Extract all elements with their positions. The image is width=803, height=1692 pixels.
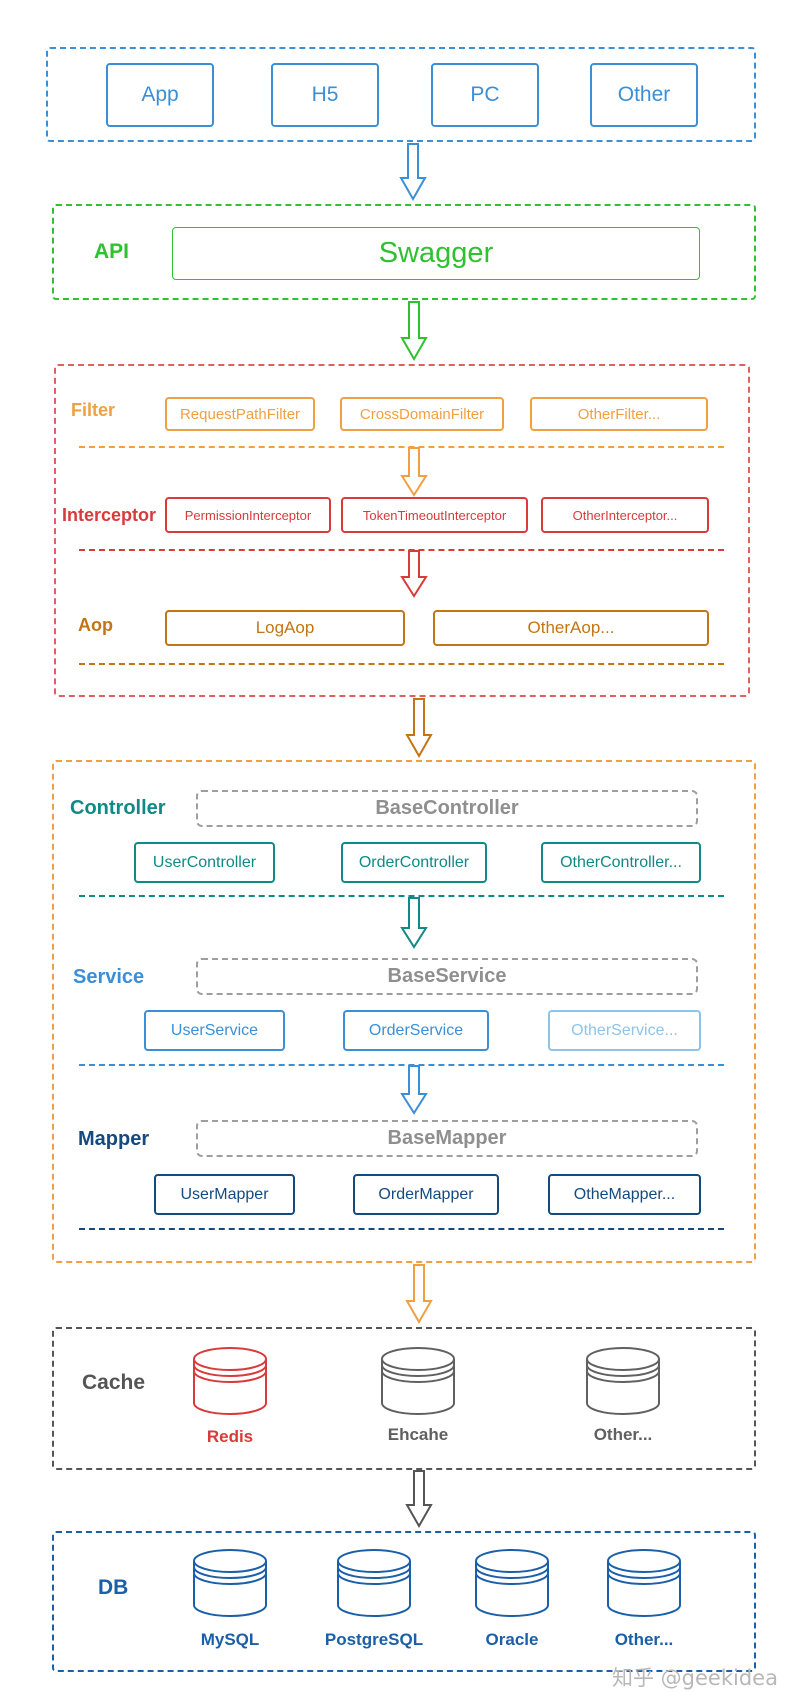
service-label: Service [73, 966, 145, 988]
client-pc-box: PC [431, 63, 539, 127]
db-other-label: Other... [614, 1630, 674, 1649]
aop-log-label: LogAop [255, 618, 315, 637]
order-service-label: OrderService [368, 1021, 464, 1039]
cache-other-label: Other... [593, 1425, 653, 1444]
mysql-database-icon [193, 1549, 267, 1617]
base-controller-box: BaseController [196, 790, 698, 827]
user-service-box: UserService [144, 1010, 285, 1051]
base-mapper-box: BaseMapper [196, 1120, 698, 1157]
client-h5-label: H5 [311, 83, 339, 106]
interceptor-token-timeout-label: TokenTimeoutInterceptor [362, 507, 507, 523]
clients-panel [46, 47, 756, 142]
layers-panel [52, 760, 756, 1263]
arrow-cache-to-db [405, 1470, 433, 1529]
mapper-separator [79, 1228, 724, 1230]
ehcache-label: Ehcahe [387, 1425, 449, 1444]
order-mapper-box: OrderMapper [353, 1174, 499, 1215]
postgresql-database-icon [337, 1549, 411, 1617]
mapper-label: Mapper [78, 1128, 150, 1150]
interceptor-label: Interceptor [62, 505, 157, 525]
db-panel [52, 1531, 756, 1672]
other-service-label: OtherService... [571, 1021, 678, 1039]
other-mapper-label: OtheMapper... [573, 1185, 676, 1203]
api-panel [52, 204, 756, 300]
aop-other-label: OtherAop... [527, 618, 615, 637]
client-h5-box: H5 [271, 63, 379, 127]
swagger-label: Swagger [378, 237, 494, 269]
user-mapper-label: UserMapper [180, 1185, 269, 1203]
oracle-database-icon [475, 1549, 549, 1617]
base-service-box: BaseService [196, 958, 698, 995]
interceptor-separator [79, 549, 724, 551]
order-mapper-label: OrderMapper [378, 1185, 474, 1203]
swagger-box: Swagger [172, 227, 700, 280]
db-label: DB [98, 1576, 129, 1599]
client-other-label: Other [617, 83, 671, 106]
client-app-label: App [141, 83, 179, 106]
controller-label: Controller [70, 797, 166, 819]
client-app-box: App [106, 63, 214, 127]
postgresql-label: PostgreSQL [324, 1630, 424, 1649]
aop-label: Aop [78, 615, 113, 635]
client-other-box: Other [590, 63, 698, 127]
cache-panel [52, 1327, 756, 1470]
interceptor-permission-label: PermissionInterceptor [184, 507, 312, 523]
cache-other-database-icon [586, 1347, 660, 1415]
arrow-interceptor-to-aop [400, 550, 428, 598]
aop-log-box: LogAop [165, 610, 405, 646]
arrow-controller-to-service [400, 897, 428, 949]
filter-request-path-label: RequestPathFilter [179, 405, 301, 423]
arrow-api-to-filter [400, 301, 428, 362]
aop-separator [79, 663, 724, 665]
filter-other-label: OtherFilter... [577, 405, 661, 423]
base-mapper-label: BaseMapper [387, 1127, 507, 1149]
filter-other-box: OtherFilter... [530, 397, 708, 431]
interceptor-permission-box: PermissionInterceptor [165, 497, 331, 533]
watermark: 知乎 @geekidea [612, 1666, 778, 1690]
mysql-label: MySQL [200, 1630, 260, 1649]
filter-cross-domain-box: CrossDomainFilter [340, 397, 504, 431]
other-controller-label: OtherController... [560, 853, 682, 871]
order-service-box: OrderService [343, 1010, 489, 1051]
redis-database-icon [193, 1347, 267, 1415]
api-label: API [94, 240, 130, 263]
user-service-label: UserService [170, 1021, 259, 1039]
arrow-middleware-to-layers [405, 698, 433, 759]
other-mapper-box: OtheMapper... [548, 1174, 701, 1215]
user-controller-box: UserController [134, 842, 275, 883]
controller-separator [79, 895, 724, 897]
arrow-service-to-mapper [400, 1065, 428, 1115]
interceptor-token-timeout-box: TokenTimeoutInterceptor [341, 497, 528, 533]
arrow-filter-to-interceptor [400, 447, 428, 497]
filter-separator [79, 446, 724, 448]
service-separator [79, 1064, 724, 1066]
client-pc-label: PC [470, 83, 500, 106]
filter-label: Filter [71, 400, 116, 420]
arrow-clients-to-api [399, 143, 427, 202]
other-service-box: OtherService... [548, 1010, 701, 1051]
order-controller-box: OrderController [341, 842, 487, 883]
cache-label: Cache [82, 1371, 146, 1394]
redis-label: Redis [206, 1427, 254, 1446]
interceptor-other-label: OtherInterceptor... [572, 507, 678, 523]
interceptor-other-box: OtherInterceptor... [541, 497, 709, 533]
arrow-layers-to-cache [405, 1264, 433, 1325]
middleware-panel [54, 364, 750, 697]
aop-other-box: OtherAop... [433, 610, 709, 646]
other-controller-box: OtherController... [541, 842, 701, 883]
user-controller-label: UserController [152, 853, 257, 871]
filter-cross-domain-label: CrossDomainFilter [359, 405, 485, 423]
oracle-label: Oracle [485, 1630, 539, 1649]
base-service-label: BaseService [387, 965, 507, 987]
ehcache-database-icon [381, 1347, 455, 1415]
db-other-database-icon [607, 1549, 681, 1617]
order-controller-label: OrderController [358, 853, 470, 871]
filter-request-path-box: RequestPathFilter [165, 397, 315, 431]
base-controller-label: BaseController [375, 797, 519, 819]
user-mapper-box: UserMapper [154, 1174, 295, 1215]
